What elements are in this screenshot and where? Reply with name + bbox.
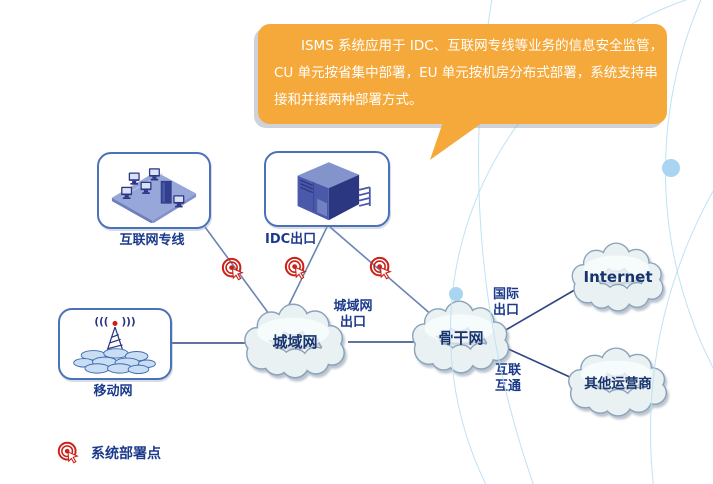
click-target-icon [221, 257, 245, 281]
backbone-net-label: 骨干网 [438, 328, 484, 347]
decor-dot [449, 287, 463, 301]
cloud-other-operators: 其他运营商 [562, 347, 674, 417]
node-internet-line-box [97, 152, 211, 229]
cloud-shape [568, 347, 667, 417]
cloud-internet: Internet [566, 242, 670, 312]
interconnect-label: 互联 互通 [494, 363, 521, 394]
node-mobile-net-box: ((( ● ))) [58, 308, 172, 380]
callout-text: ISMS 系统应用于 IDC、互联网专线等业务的信息安全监管， CU 单元按省集… [258, 24, 667, 114]
mobile-net-label: 移动网 [93, 384, 133, 399]
callout-bubble: ISMS 系统应用于 IDC、互联网专线等业务的信息安全监管， CU 单元按省集… [258, 24, 667, 124]
decor-dot [662, 159, 680, 177]
callout-line-1: ISMS 系统应用于 IDC、互联网专线等业务的信息安全监管， [301, 38, 664, 54]
callout-line-3: 接和并接两种部署方式。 [274, 92, 423, 108]
idc-exit-label: IDC出口 [265, 232, 317, 247]
metro-exit-label: 城域网 出口 [333, 299, 373, 330]
cloud-shape [411, 300, 510, 374]
node-idc-exit-box [264, 151, 390, 227]
internet-label: Internet [583, 268, 653, 286]
metro-net-label: 城域网 [272, 332, 318, 351]
cloud-metro-net: 城域网 [238, 303, 352, 379]
legend-label: 系统部署点 [91, 445, 161, 462]
cloud-backbone-net: 骨干网 [406, 300, 516, 374]
legend: 系统部署点 [57, 441, 161, 464]
callout-tail [429, 122, 484, 160]
internet-line-label: 互联网专线 [119, 233, 185, 248]
click-target-icon [284, 256, 308, 280]
other-operators-label: 其他运营商 [584, 376, 652, 392]
isometric-lan-computers-icon [111, 167, 197, 223]
click-target-icon [57, 441, 79, 464]
isometric-server-icon [297, 162, 371, 221]
click-target-icon [369, 256, 393, 280]
svg-text:((( ● ))): ((( ● ))) [94, 316, 135, 328]
callout-line-2: CU 单元按省集中部署，EU 单元按机房分布式部署，系统支持串 [274, 65, 658, 81]
international-exit-label: 国际 出口 [492, 287, 519, 318]
cloud-shape [244, 303, 345, 379]
cloud-shape [571, 242, 664, 312]
radio-tower-icon: ((( ● ))) [73, 316, 156, 375]
